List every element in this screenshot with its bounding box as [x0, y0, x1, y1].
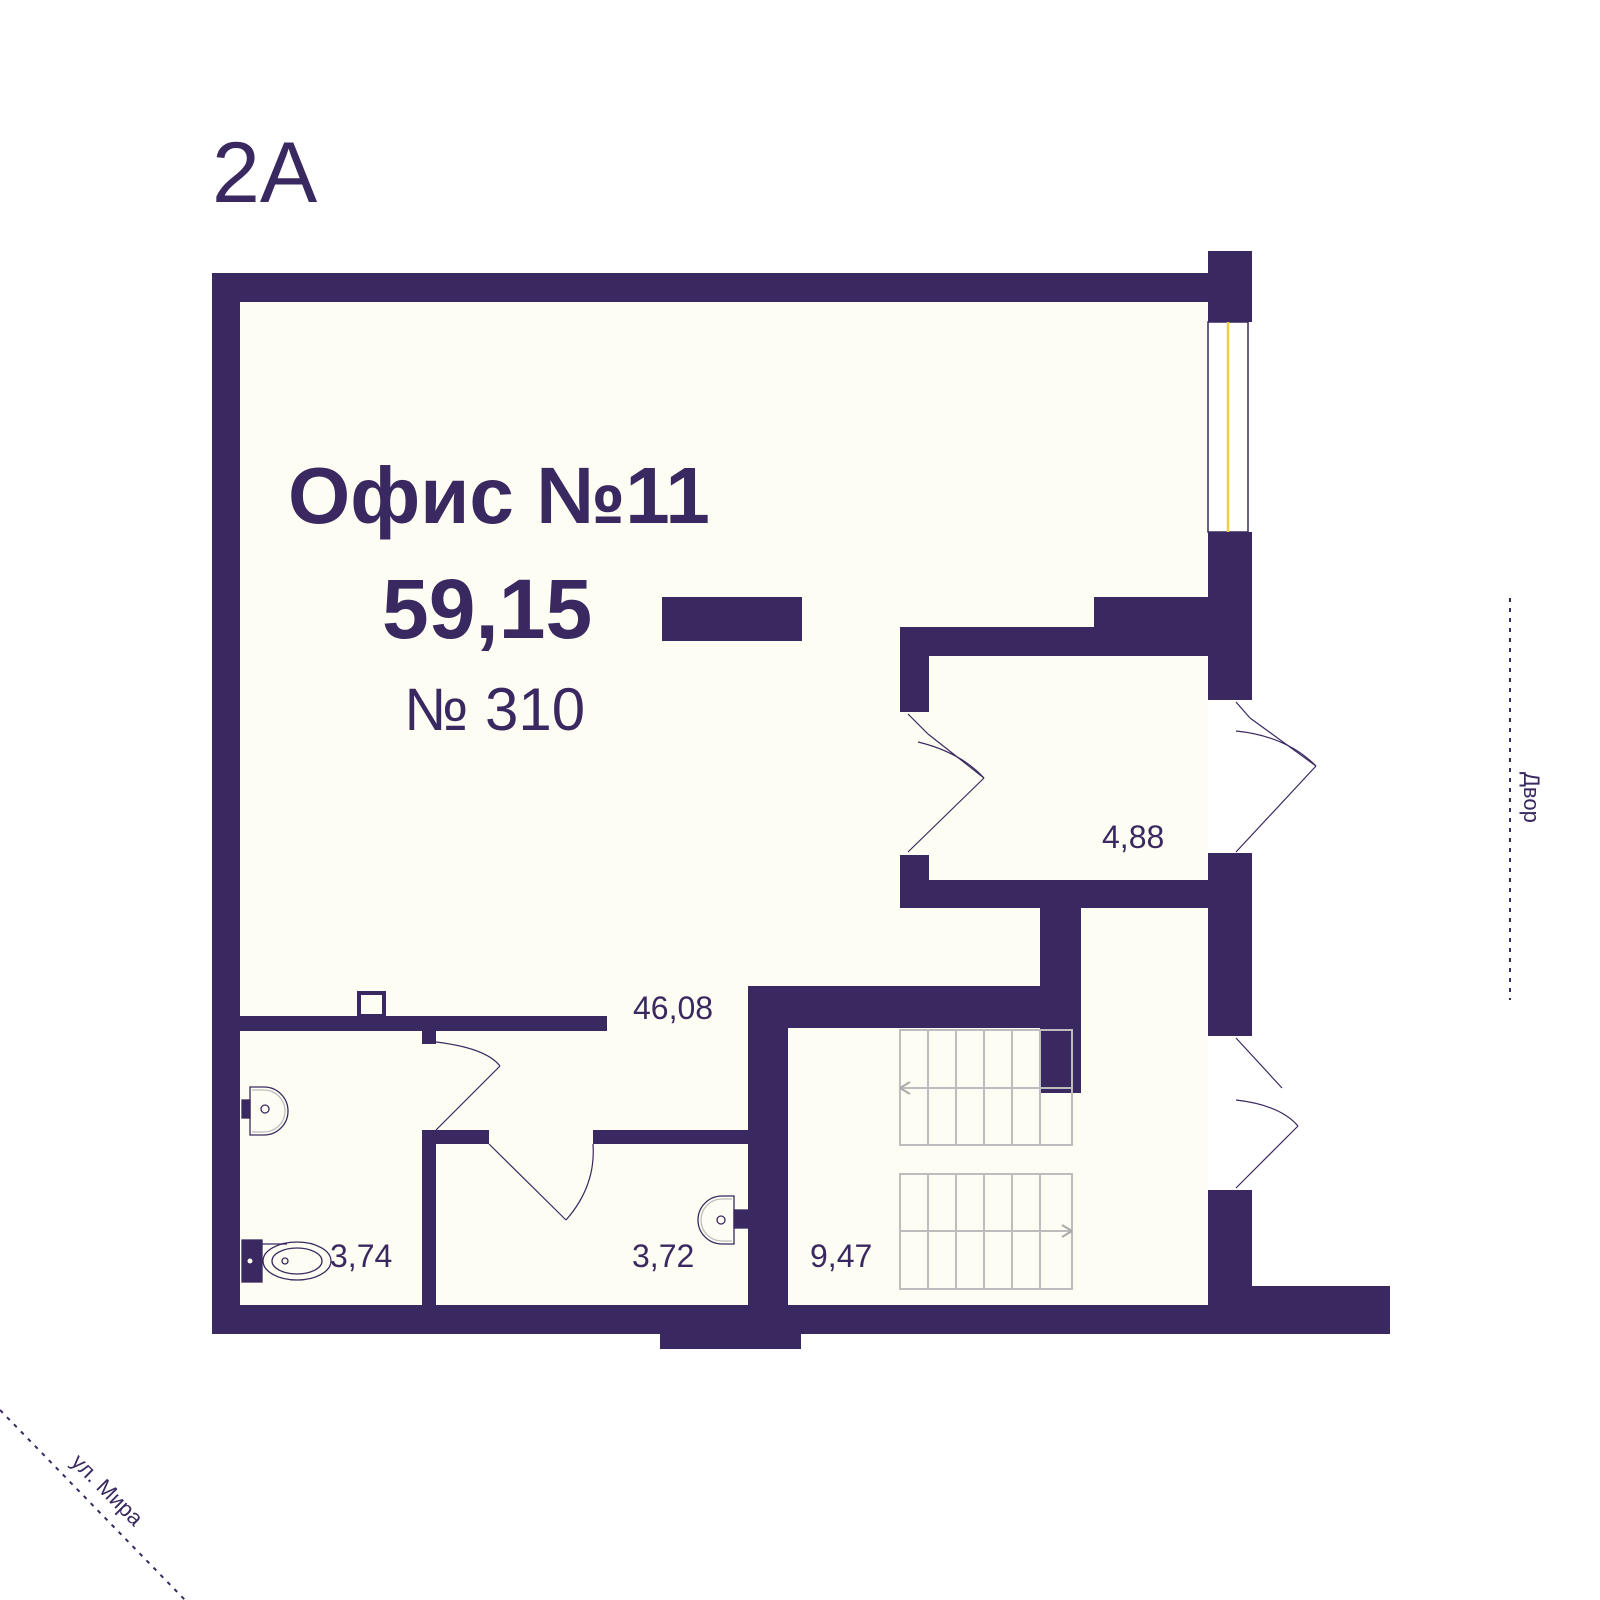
- door-swing-icon: [488, 1143, 594, 1221]
- vent-shaft: [357, 991, 386, 1018]
- window-icon: [1207, 321, 1249, 533]
- block-label: 2А: [212, 125, 318, 221]
- southwest-street-line: [0, 1409, 186, 1600]
- office-number: № 310: [404, 676, 585, 743]
- wall-wc-divider: [422, 1130, 436, 1305]
- floor-main: [240, 298, 1208, 1305]
- wall-vest-notch: [1094, 597, 1212, 627]
- wall-vest-left-upper: [900, 627, 929, 712]
- floor-fills: [240, 298, 1248, 1305]
- door-swing-icon: [1235, 1037, 1299, 1189]
- toilet-icon: [241, 1239, 332, 1283]
- room-area-main: 46,08: [633, 990, 713, 1026]
- wall-wc-top-right: [593, 1130, 748, 1144]
- wall-outer-top: [212, 273, 1222, 302]
- staircase-icon: [899, 1029, 1073, 1290]
- wall-right-bottom: [1208, 1190, 1252, 1334]
- wall-vest-bottom: [900, 880, 1212, 908]
- door-swing-icon: [435, 1041, 501, 1131]
- fixtures: [241, 1086, 749, 1283]
- doors: [435, 701, 1317, 1221]
- door-swing-icon: [1235, 701, 1317, 853]
- wall-wc-top-left: [422, 1130, 489, 1144]
- office-total-area: 59,15: [382, 562, 592, 656]
- wall-vest-top: [900, 627, 1212, 656]
- room-area-vestibule: 4,88: [1102, 819, 1164, 855]
- room-area-stairs: 9,47: [810, 1238, 872, 1274]
- street-label-east: Двор: [1519, 772, 1544, 823]
- sink-icon: [241, 1086, 289, 1136]
- wall-main-divider: [240, 1016, 607, 1031]
- wall-right-top: [1208, 251, 1252, 322]
- sink-icon: [697, 1195, 749, 1245]
- room-area-wc-right: 3,72: [632, 1238, 694, 1274]
- wall-door-jamb: [422, 1031, 436, 1044]
- room-area-wc-left: 3,74: [330, 1238, 392, 1274]
- wall-right-mid: [1208, 532, 1252, 700]
- wall-right-lower: [1208, 853, 1252, 1036]
- wall-outer-left: [212, 273, 240, 1334]
- wall-pillar-center: [662, 597, 802, 641]
- wall-stair-top: [748, 986, 1081, 1028]
- street-indicators: [0, 598, 1511, 1600]
- office-name: Офис №11: [288, 451, 710, 540]
- wall-stair-left: [748, 986, 788, 1334]
- door-swing-icon: [907, 713, 985, 853]
- walls: [212, 251, 1390, 1349]
